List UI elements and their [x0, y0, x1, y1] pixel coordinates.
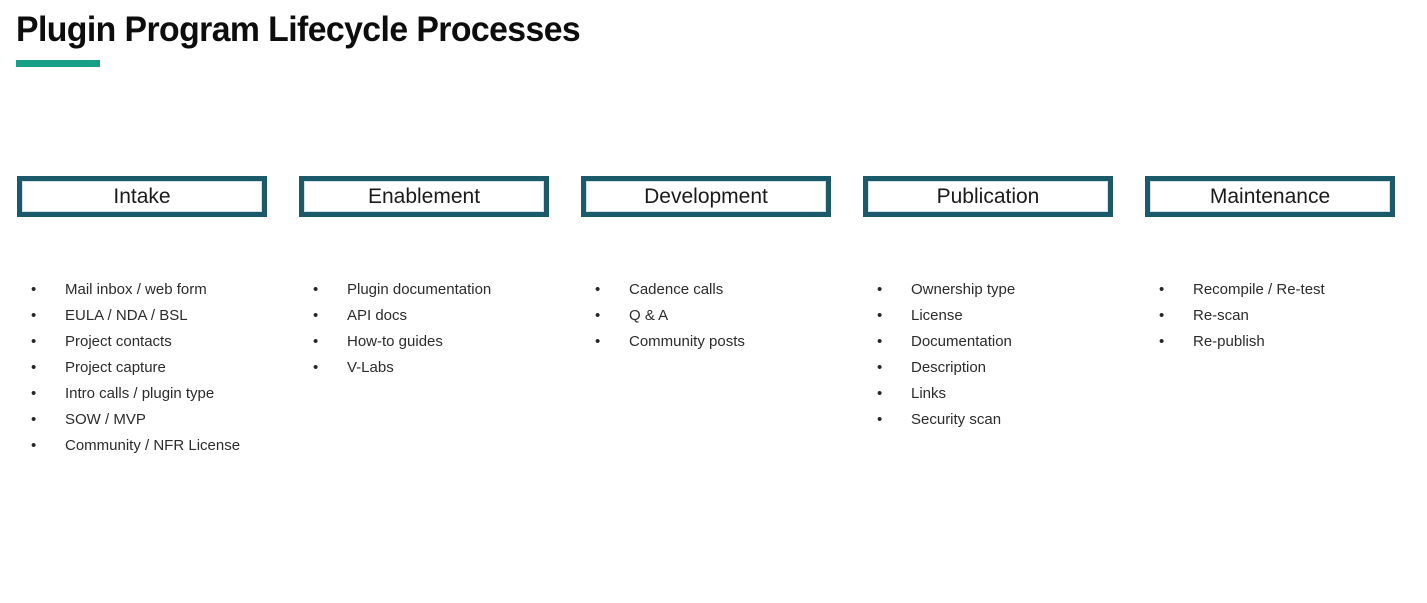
stage-bullet-list-publication: • Ownership type • License • Documentation • De… [863, 277, 1113, 433]
stage-column-development: Development • Cadence calls • Q & A • Communit… [581, 0, 831, 603]
list-item: • Community / NFR License [17, 433, 267, 459]
bullet-dot-icon: • [31, 359, 37, 376]
bullet-dot-icon: • [877, 411, 883, 428]
list-item: • Community posts [581, 329, 831, 355]
list-item-label: Mail inbox / web form [65, 281, 207, 298]
list-item: • Intro calls / plugin type [17, 381, 267, 407]
list-item-label: Intro calls / plugin type [65, 385, 215, 402]
list-item: • Re-publish [1145, 329, 1395, 355]
stage-header-box-maintenance[interactable]: Maintenance [1145, 176, 1395, 217]
stage-bullet-list-intake: •Mail inbox / web form•EULA / NDA / BSL•… [17, 277, 267, 459]
list-item-label: V-Labs [347, 359, 394, 376]
list-item-label: EULA / NDA / BSL [65, 307, 188, 324]
list-item: • Mail inbox / web form [17, 277, 267, 303]
list-item: • SOW / MVP [17, 407, 267, 433]
list-item-label: Security scan [911, 411, 1002, 428]
bullet-dot-icon: • [313, 359, 319, 376]
list-item-label: Community / NFR License [65, 437, 241, 454]
list-item: • Plugin documentation [299, 277, 549, 303]
bullet-dot-icon: • [595, 281, 601, 298]
list-item: • Description [863, 355, 1113, 381]
list-item-label: Cadence calls [629, 281, 724, 298]
list-item-label: How-to guides [347, 333, 443, 350]
list-item: • Recompile / Re-test [1145, 277, 1395, 303]
list-item: • License [863, 303, 1113, 329]
list-item: • API docs [299, 303, 549, 329]
list-item-label: Re-publish [1193, 333, 1265, 350]
page-title: Plugin Program Lifecycle Processes [16, 10, 581, 49]
list-item: • Re-scan [1145, 303, 1395, 329]
stage-header-label-development: Development [644, 184, 768, 208]
list-item: • Documentation [863, 329, 1113, 355]
list-item: • Links [863, 381, 1113, 407]
list-item-label: Ownership type [911, 281, 1016, 298]
bullet-dot-icon: • [595, 307, 601, 324]
bullet-dot-icon: • [31, 411, 37, 428]
list-item: • Project contacts [17, 329, 267, 355]
stage-bullet-list-development: • Cadence calls • Q & A • Community posts [581, 277, 831, 355]
list-item: • How-to guides [299, 329, 549, 355]
stage-column-enablement: Enablement • Plugin documentation • API docs… [299, 0, 549, 603]
list-item-label: Re-scan [1193, 307, 1249, 324]
stage-column-intake: Intake • Mail inbox / web form • EULA / NDA … [17, 0, 267, 603]
bullet-dot-icon: • [1159, 281, 1165, 298]
stage-header-label-maintenance: Maintenance [1209, 184, 1331, 208]
stage-column-publication: Publication • Ownership type • License • Docum… [863, 0, 1113, 603]
list-item: • Project capture [17, 355, 267, 381]
list-item: • V-Labs [299, 355, 549, 381]
stage-header-label-publication: Publication [936, 184, 1040, 208]
bullet-dot-icon: • [31, 281, 37, 298]
list-item-label: Plugin documentation [347, 281, 492, 298]
bullet-dot-icon: • [877, 385, 883, 402]
stage-header-label-enablement: Enablement [367, 184, 481, 208]
bullet-dot-icon: • [877, 307, 883, 324]
bullet-dot-icon: • [31, 437, 37, 454]
list-item: • Cadence calls [581, 277, 831, 303]
list-item-label: Project capture [65, 359, 166, 376]
list-item-label: Description [911, 359, 987, 376]
bullet-dot-icon: • [31, 333, 37, 350]
stage-header-label-intake: Intake [113, 184, 171, 208]
list-item-label: Q & A [629, 307, 669, 324]
list-item: • EULA / NDA / BSL [17, 303, 267, 329]
stage-header-box-intake[interactable]: Intake [17, 176, 267, 217]
bullet-dot-icon: • [877, 359, 883, 376]
stage-header-box-publication[interactable]: Publication [863, 176, 1113, 217]
list-item-label: Documentation [911, 333, 1012, 350]
bullet-dot-icon: • [1159, 333, 1165, 350]
stage-column-maintenance: Maintenance•Recompile / Re-test•Re-scan•… [1145, 0, 1395, 603]
title-accent-bar [16, 60, 100, 67]
bullet-dot-icon: • [313, 307, 319, 324]
bullet-dot-icon: • [313, 333, 319, 350]
list-item-label: Links [911, 385, 947, 402]
list-item-label: Recompile / Re-test [1193, 281, 1325, 298]
bullet-dot-icon: • [31, 385, 37, 402]
stage-header-box-development[interactable]: Development [581, 176, 831, 217]
list-item: • Ownership type [863, 277, 1113, 303]
list-item-label: API docs [347, 307, 408, 324]
bullet-dot-icon: • [877, 281, 883, 298]
bullet-dot-icon: • [313, 281, 319, 298]
list-item-label: SOW / MVP [65, 411, 146, 428]
list-item: • Security scan [863, 407, 1113, 433]
bullet-dot-icon: • [31, 307, 37, 324]
bullet-dot-icon: • [1159, 307, 1165, 324]
bullet-dot-icon: • [877, 333, 883, 350]
list-item: • Q & A [581, 303, 831, 329]
stage-bullet-list-enablement: • Plugin documentation • API docs • How-to gu… [299, 277, 549, 381]
stage-header-box-enablement[interactable]: Enablement [299, 176, 549, 217]
bullet-dot-icon: • [595, 333, 601, 350]
list-item-label: Project contacts [65, 333, 172, 350]
title-block: Plugin Program Lifecycle Processes [16, 8, 916, 67]
stage-bullet-list-maintenance: • Recompile / Re-test • Re-scan • Re-publish [1145, 277, 1395, 355]
list-item-label: License [911, 307, 963, 324]
list-item-label: Community posts [629, 333, 745, 350]
